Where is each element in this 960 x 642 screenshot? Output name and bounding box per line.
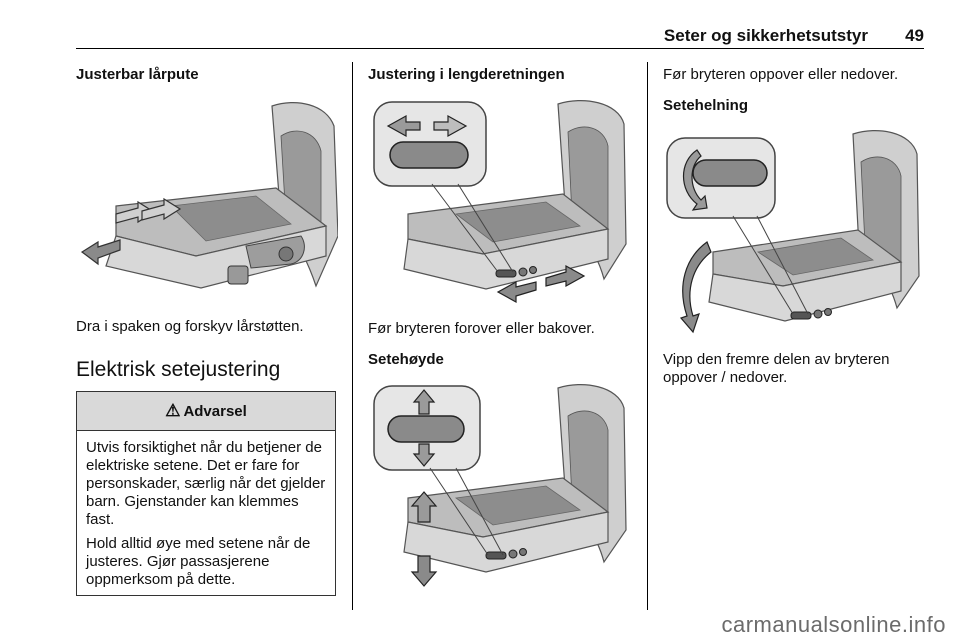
warning-body: Utvis forsiktighet når du betjener de el… bbox=[77, 431, 335, 589]
longitudinal-adjustment-illustration bbox=[368, 94, 632, 308]
warning-triangle-icon: ⚠ bbox=[165, 401, 181, 420]
thigh-support-caption: Dra i spaken og forskyv lårstøtten. bbox=[76, 318, 304, 335]
seat-tilt-caption: Vipp den fremre delen av bryteren oppove… bbox=[663, 351, 890, 386]
page-number: 49 bbox=[905, 26, 924, 45]
running-header-title: Seter og sikkerhetsutstyr bbox=[663, 26, 868, 45]
watermark: carmanualsonline.info bbox=[721, 612, 946, 637]
warning-box: ⚠ Advarsel Utvis forsiktighet når du bet… bbox=[76, 391, 336, 596]
seat-tilt-heading: Setehelning bbox=[663, 97, 749, 114]
column-divider-2 bbox=[647, 62, 648, 610]
longitudinal-adjustment-caption: Før bryteren forover eller bakover. bbox=[368, 320, 595, 337]
electric-seat-adjustment-heading: Elektrisk setejustering bbox=[76, 358, 281, 381]
warning-paragraph: Hold alltid øye med setene når de juster… bbox=[86, 535, 311, 588]
longitudinal-adjustment-heading: Justering i lengderetningen bbox=[368, 66, 565, 83]
warning-header: ⚠ Advarsel bbox=[77, 392, 335, 431]
header-rule bbox=[76, 48, 924, 49]
seat-height-heading: Setehøyde bbox=[368, 351, 444, 368]
seat-height-illustration bbox=[368, 380, 632, 592]
thigh-support-heading: Justerbar lårpute bbox=[76, 66, 199, 83]
warning-label: Advarsel bbox=[183, 402, 247, 420]
seat-height-caption: Før bryteren oppover eller nedover. bbox=[663, 66, 899, 83]
seat-tilt-illustration bbox=[663, 126, 925, 338]
thigh-support-illustration bbox=[76, 96, 338, 306]
warning-paragraph: Utvis forsiktighet når du betjener de el… bbox=[86, 439, 326, 528]
column-divider-1 bbox=[352, 62, 353, 610]
